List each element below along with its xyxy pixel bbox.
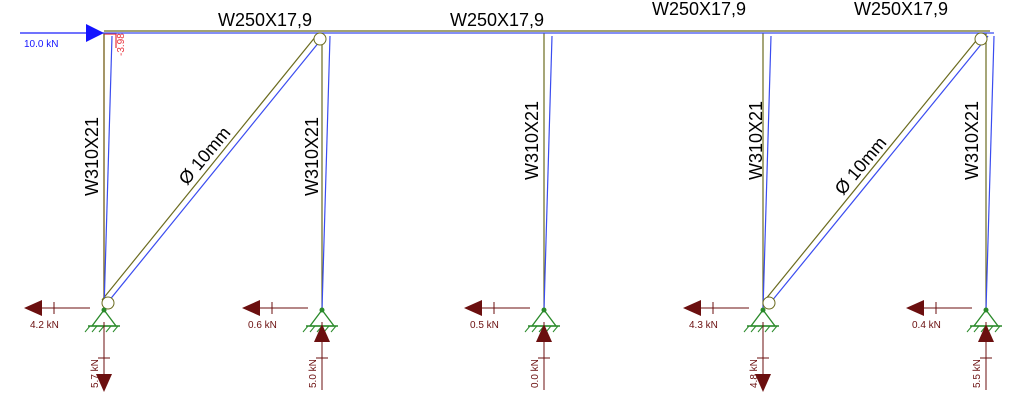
column-line-5 (985, 35, 995, 311)
brace-line-2 (770, 35, 989, 303)
support-hatch (973, 325, 980, 333)
support-hatch (330, 325, 337, 333)
arrow-down-icon (755, 374, 771, 392)
support-hatch (757, 325, 764, 333)
support-hatch (112, 325, 119, 333)
arrow-left-icon (242, 300, 260, 316)
beam-section-label: W250X17,9 (854, 0, 948, 19)
beam-section-label: W250X17,9 (652, 0, 746, 19)
arrow-down-icon (96, 374, 112, 392)
column-line-2 (321, 35, 331, 311)
beam-section-label: W250X17,9 (218, 10, 312, 30)
support-hatch (994, 325, 1001, 333)
vertical-reaction-label: 5.0 kN (308, 359, 319, 388)
deflected-brace-1 (101, 35, 317, 301)
horizontal-reaction-label: 0.6 kN (248, 320, 277, 331)
column-section-label: W310X21 (746, 101, 766, 180)
support-hatch (771, 325, 778, 333)
support-hatch (105, 325, 112, 333)
arrow-up-icon (978, 324, 994, 342)
horizontal-reaction-label: 0.4 kN (912, 320, 941, 331)
section-labels: W250X17,9 W250X17,9 W250X17,9 W250X17,9 … (82, 0, 982, 199)
support-hatch (764, 325, 771, 333)
support-hatch (750, 325, 757, 333)
frame-members (20, 32, 995, 311)
support-hatch (84, 325, 91, 333)
vertical-reaction-label: 5.5 kN (972, 359, 983, 388)
support-hatch (552, 325, 559, 333)
support-hatch (302, 325, 309, 333)
vertical-reaction-label: 0.0 kN (530, 359, 541, 388)
arrow-right-icon (86, 24, 104, 42)
supports-and-reactions: 4.2 kN 5.7 kN 0.6 kN 5.0 kN 0.5 kN 0.0 kN 4.3 … (24, 300, 1002, 392)
hinges (101, 32, 988, 310)
column-section-label: W310X21 (962, 101, 982, 180)
column-section-label: W310X21 (522, 101, 542, 180)
vertical-reaction-label: 5.7 kN (90, 359, 101, 388)
support-hatch (98, 325, 105, 333)
column-line-1 (103, 35, 113, 311)
column-line-3 (543, 35, 553, 311)
support-hatch (309, 325, 316, 333)
support-hatch (531, 325, 538, 333)
applied-load-label: 10.0 kN (24, 39, 58, 50)
arrow-left-icon (683, 300, 701, 316)
arrow-up-icon (314, 324, 330, 342)
support-hatch (743, 325, 750, 333)
horizontal-reaction-label: 4.3 kN (689, 320, 718, 331)
hinge-circle (313, 32, 327, 46)
arrow-up-icon (536, 324, 552, 342)
vertical-reaction-label: 4.8 kN (749, 359, 760, 388)
applied-load: 10.0 kN (20, 24, 104, 50)
horizontal-reaction-label: 0.5 kN (470, 320, 499, 331)
brace-section-label: Ø 10mm (175, 123, 235, 189)
hinge-circle (762, 296, 776, 310)
arrow-left-icon (464, 300, 482, 316)
hinge-circle (101, 296, 115, 310)
support-hatch (91, 325, 98, 333)
hinge-circle (974, 32, 988, 46)
deflected-brace-2 (764, 35, 981, 301)
horizontal-reaction-label: 4.2 kN (30, 320, 59, 331)
arrow-left-icon (906, 300, 924, 316)
column-line-4 (762, 35, 772, 311)
support-hatch (524, 325, 531, 333)
moment-value-label: -3.98 (116, 33, 127, 56)
support-hatch (966, 325, 973, 333)
deflected-shape (101, 30, 990, 310)
brace-line-1 (107, 35, 325, 303)
column-section-label: W310X21 (302, 117, 322, 196)
column-section-label: W310X21 (82, 117, 102, 196)
arrow-left-icon (24, 300, 42, 316)
beam-section-label: W250X17,9 (450, 10, 544, 30)
